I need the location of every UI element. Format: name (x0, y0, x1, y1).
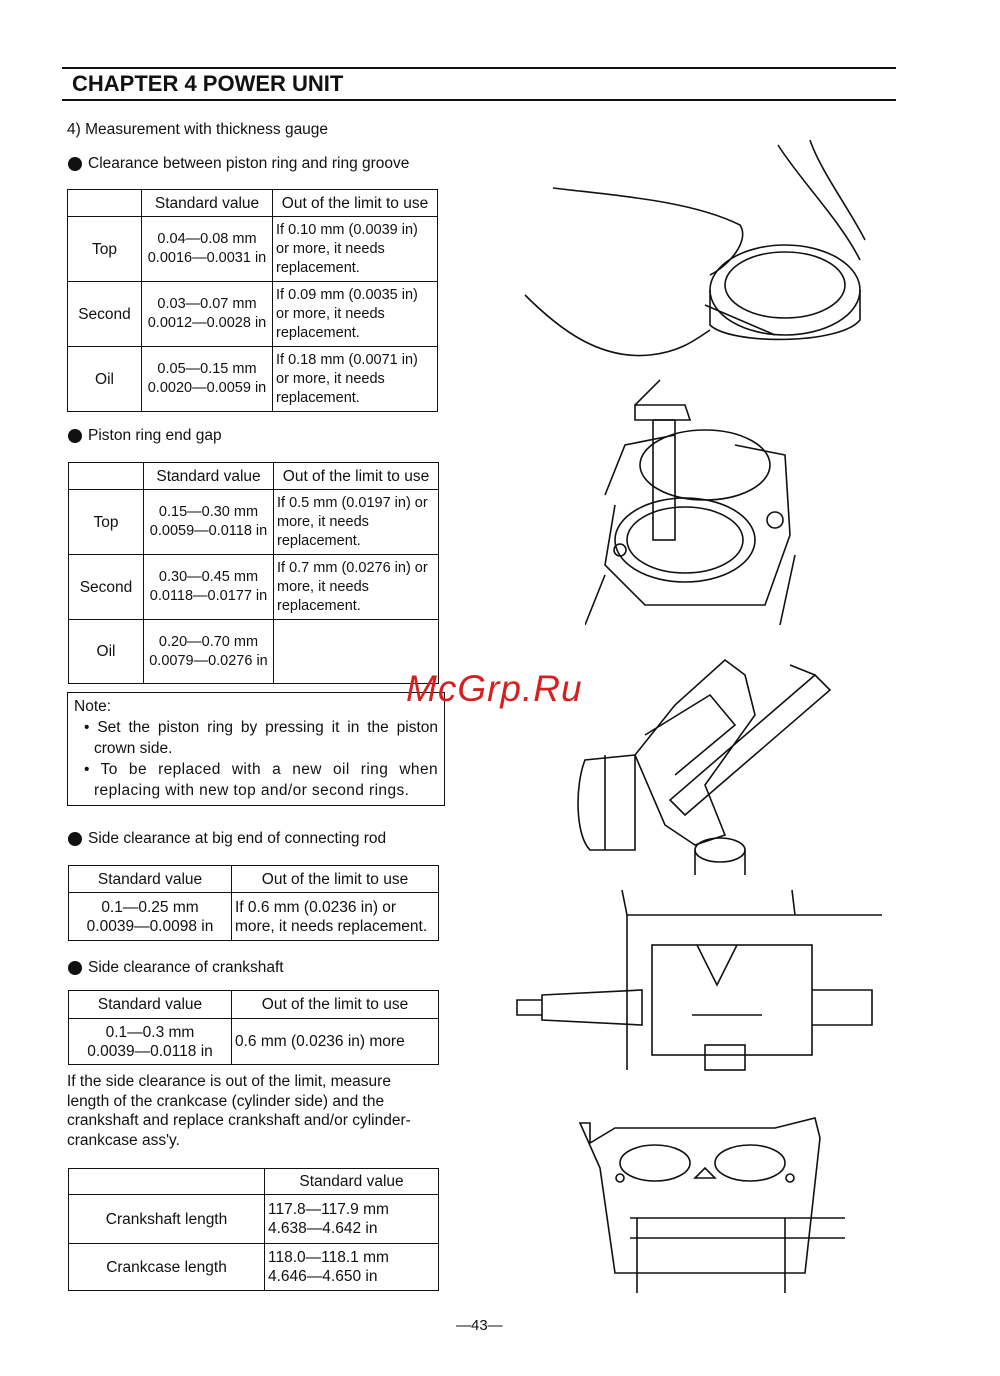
note-item: • Set the piston ring by pressing it in … (84, 719, 439, 757)
end-gap-heading: Piston ring end gap (68, 427, 222, 445)
paragraph: If the side clearance is out of the limi… (67, 1073, 411, 1149)
note-box: Note: • Set the piston ring by pressing … (67, 692, 445, 806)
piston-ring-groove-illustration (524, 140, 866, 357)
conrod-clearance-illustration (577, 658, 832, 875)
header-rule-bottom (62, 99, 896, 101)
conrod-heading: Side clearance at big end of connecting … (68, 830, 386, 848)
ring-end-gap-illustration (585, 379, 796, 626)
page-number: —43— (456, 1317, 503, 1334)
crankshaft-clearance-illustration (516, 889, 882, 1071)
watermark: McGrp.Ru (406, 668, 583, 709)
chapter-title: CHAPTER 4 POWER UNIT (72, 71, 344, 96)
bullet-icon (68, 961, 82, 975)
section-heading: 4) Measurement with thickness gauge (67, 121, 329, 138)
bullet-icon (68, 429, 82, 443)
bullet-icon (68, 157, 82, 171)
ring-groove-heading: Clearance between piston ring and ring g… (68, 155, 409, 173)
bullet-icon (68, 832, 82, 846)
crankcase-length-illustration (578, 1117, 845, 1293)
header-rule-top (62, 67, 896, 69)
crankshaft-heading: Side clearance of crankshaft (68, 959, 284, 977)
note-item: • To be replaced with a new oil ring whe… (84, 761, 438, 799)
